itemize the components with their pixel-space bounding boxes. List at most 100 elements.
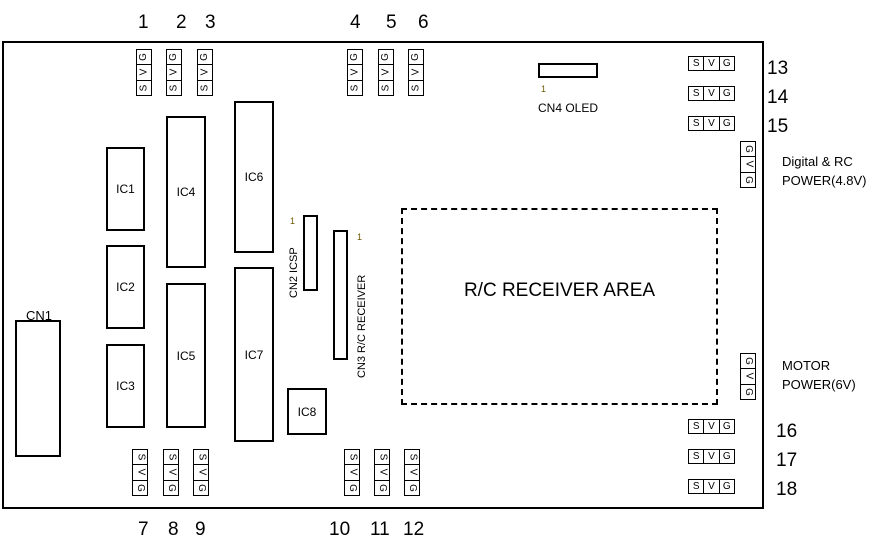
connector-number-5: 5: [386, 12, 397, 33]
pin-v: V: [704, 450, 720, 463]
connector-number-7: 7: [138, 519, 149, 540]
cn1-label: CN1: [26, 308, 53, 323]
pin-s: S: [379, 84, 391, 92]
pin-v: V: [704, 420, 720, 433]
pin-g: G: [379, 50, 393, 66]
pin-g: G: [377, 483, 388, 492]
servo-header-16: S V G: [688, 419, 735, 434]
connector-number-18: 18: [776, 479, 798, 500]
pin-s: S: [409, 84, 421, 92]
pin-g: G: [722, 450, 731, 462]
rc-receiver-area: R/C RECEIVER AREA: [401, 208, 718, 405]
pin-s: S: [133, 450, 147, 466]
ic6: IC6: [234, 101, 274, 253]
digital-power-label-line1: Digital & RC: [782, 154, 853, 169]
pin-g: G: [722, 87, 731, 99]
ic4: IC4: [166, 116, 206, 268]
connector-number-9: 9: [195, 519, 206, 540]
ic5: IC5: [166, 283, 206, 428]
pin-g: G: [722, 117, 731, 129]
ic7: IC7: [234, 267, 274, 442]
connector-number-4: 4: [350, 12, 361, 33]
pin-v: V: [375, 465, 389, 481]
cn2-icsp-connector: [303, 215, 318, 291]
rc-receiver-area-label: R/C RECEIVER AREA: [463, 279, 656, 301]
connector-number-8: 8: [168, 519, 179, 540]
pin-s: S: [689, 480, 705, 493]
pin-g: G: [722, 480, 731, 492]
pin-s: S: [194, 450, 208, 466]
pin-g: G: [198, 50, 212, 66]
pin-v: V: [704, 480, 720, 493]
pin-v: V: [194, 465, 208, 481]
digital-power-label-line2: POWER(4.8V): [782, 173, 867, 188]
pin-v: V: [704, 57, 720, 70]
servo-header-3: G V S: [197, 49, 213, 96]
cn3-pin1-marker: 1: [357, 232, 363, 242]
servo-header-10: S V G: [344, 449, 360, 496]
pcb-outline: [2, 41, 764, 509]
connector-number-12: 12: [403, 519, 425, 540]
pin-s: S: [689, 117, 705, 130]
pin-s: S: [345, 450, 359, 466]
pin-s: S: [167, 84, 179, 92]
cn4-pin1-marker: 1: [541, 84, 547, 94]
cn2-label: CN2 ICSP: [288, 247, 300, 298]
servo-header-12: S V G: [404, 449, 420, 496]
pin-g: G: [196, 483, 207, 492]
connector-number-6: 6: [418, 12, 429, 33]
servo-header-5: G V S: [378, 49, 394, 96]
pin-s: S: [405, 450, 419, 466]
motor-power-label-line1: MOTOR: [782, 358, 831, 373]
connector-number-14: 14: [767, 87, 789, 108]
digital-power-header: G V G: [740, 141, 756, 188]
servo-header-1: G V S: [136, 49, 152, 96]
cn1-connector: [15, 320, 61, 457]
servo-header-6: G V S: [408, 49, 424, 96]
pin-v: V: [137, 65, 151, 81]
ic2: IC2: [106, 245, 145, 329]
ic8: IC8: [287, 388, 327, 435]
connector-number-11: 11: [370, 519, 390, 540]
cn3-label: CN3 R/C RECEIVER: [356, 274, 368, 378]
pin-v: V: [704, 117, 720, 130]
servo-header-11: S V G: [374, 449, 390, 496]
cn2-pin1-marker: 1: [290, 216, 296, 226]
pin-s: S: [689, 57, 705, 70]
pin-s: S: [198, 84, 210, 92]
pin-v: V: [405, 465, 419, 481]
motor-power-label-line2: POWER(6V): [782, 377, 856, 392]
pin-g: G: [722, 420, 731, 432]
pin-g: G: [722, 57, 731, 69]
connector-number-1: 1: [138, 12, 149, 33]
pin-v: V: [704, 87, 720, 100]
connector-number-10: 10: [329, 519, 351, 540]
pin-g: G: [167, 50, 181, 66]
pin-g: G: [137, 50, 151, 66]
pin-v: V: [133, 465, 147, 481]
connector-number-2: 2: [176, 12, 187, 33]
pin-g: G: [407, 483, 418, 492]
ic1: IC1: [106, 147, 145, 231]
servo-header-4: G V S: [347, 49, 363, 96]
pin-s: S: [689, 87, 705, 100]
pin-g: G: [743, 175, 754, 184]
pin-s: S: [689, 450, 705, 463]
cn4-oled-connector: [538, 63, 598, 78]
pin-v: V: [345, 465, 359, 481]
pin-g: G: [166, 483, 177, 492]
servo-header-15: S V G: [688, 116, 735, 131]
pin-v: V: [198, 65, 212, 81]
servo-header-7: S V G: [132, 449, 148, 496]
servo-header-9: S V G: [193, 449, 209, 496]
pin-g: G: [741, 142, 755, 158]
motor-power-header: G V G: [740, 353, 756, 400]
cn4-label: CN4 OLED: [538, 101, 599, 115]
pin-s: S: [348, 84, 360, 92]
servo-header-17: S V G: [688, 449, 735, 464]
pin-g: G: [409, 50, 423, 66]
cn3-rc-receiver-connector: [333, 230, 348, 360]
pin-v: V: [348, 65, 362, 81]
pin-g: G: [741, 354, 755, 370]
pin-s: S: [689, 420, 705, 433]
